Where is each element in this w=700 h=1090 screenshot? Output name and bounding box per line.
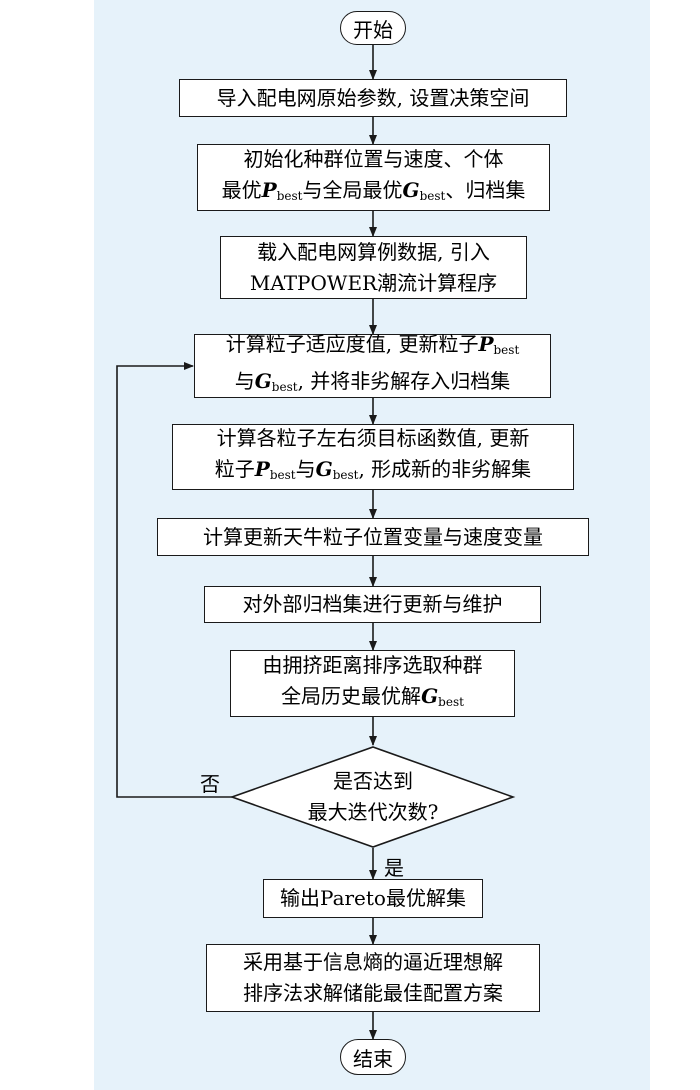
step-entropy-topsis: 采用基于信息熵的逼近理想解 排序法求解储能最佳配置方案 [206, 944, 540, 1012]
step-line: 采用基于信息熵的逼近理想解 [243, 950, 503, 974]
step-line: 载入配电网算例数据, 引入 [257, 239, 490, 264]
step-line: MATPOWER潮流计算程序 [249, 270, 498, 295]
decision-text: 是否达到 最大迭代次数? [273, 766, 473, 828]
step-output-pareto: 输出Pareto最优解集 [263, 879, 483, 918]
step-line: 与Gbest, 并将非劣解存入归档集 [234, 369, 511, 394]
step-select-global-best: 由拥挤距离排序选取种群 全局历史最优解Gbest [230, 650, 515, 717]
end-terminal: 结束 [340, 1039, 406, 1075]
step-line: 初始化种群位置与速度、个体 [243, 146, 504, 171]
step-line: 排序法求解储能最佳配置方案 [243, 981, 503, 1005]
yes-branch-label: 是 [384, 856, 404, 880]
step-line: 粒子Pbest与Gbest, 形成新的非劣解集 [214, 457, 532, 482]
step-line: 由拥挤距离排序选取种群 [262, 652, 483, 677]
step-line: 导入配电网原始参数, 设置决策空间 [216, 85, 530, 110]
step-line: 对外部归档集进行更新与维护 [242, 592, 503, 616]
step-import-parameters: 导入配电网原始参数, 设置决策空间 [179, 79, 567, 117]
step-line: 计算各粒子左右须目标函数值, 更新 [216, 426, 530, 450]
step-load-case-data: 载入配电网算例数据, 引入 MATPOWER潮流计算程序 [220, 236, 527, 299]
decision-diamond [229, 746, 516, 848]
loop-back-connector [116, 362, 232, 798]
step-line: 计算更新天牛粒子位置变量与速度变量 [203, 524, 543, 549]
step-update-archive: 对外部归档集进行更新与维护 [204, 586, 541, 623]
step-line: 计算粒子适应度值, 更新粒子Pbest [225, 332, 520, 357]
step-line: 全局历史最优解Gbest [281, 683, 464, 709]
step-line: 输出Pareto最优解集 [280, 886, 466, 910]
step-update-beetle-particles: 计算更新天牛粒子位置变量与速度变量 [157, 518, 589, 556]
step-compute-antenna-objectives: 计算各粒子左右须目标函数值, 更新 粒子Pbest与Gbest, 形成新的非劣解… [172, 424, 574, 490]
start-label: 开始 [353, 17, 393, 42]
start-terminal: 开始 [340, 11, 406, 45]
step-initialize-population: 初始化种群位置与速度、个体 最优Pbest与全局最优Gbest、归档集 [197, 144, 550, 211]
no-branch-label: 否 [200, 772, 220, 796]
step-compute-fitness: 计算粒子适应度值, 更新粒子Pbest 与Gbest, 并将非劣解存入归档集 [194, 332, 551, 398]
end-label: 结束 [353, 1046, 393, 1071]
decision-line: 最大迭代次数? [307, 800, 439, 824]
step-line: 最优Pbest与全局最优Gbest、归档集 [221, 177, 526, 203]
decision-line: 是否达到 [333, 769, 413, 793]
